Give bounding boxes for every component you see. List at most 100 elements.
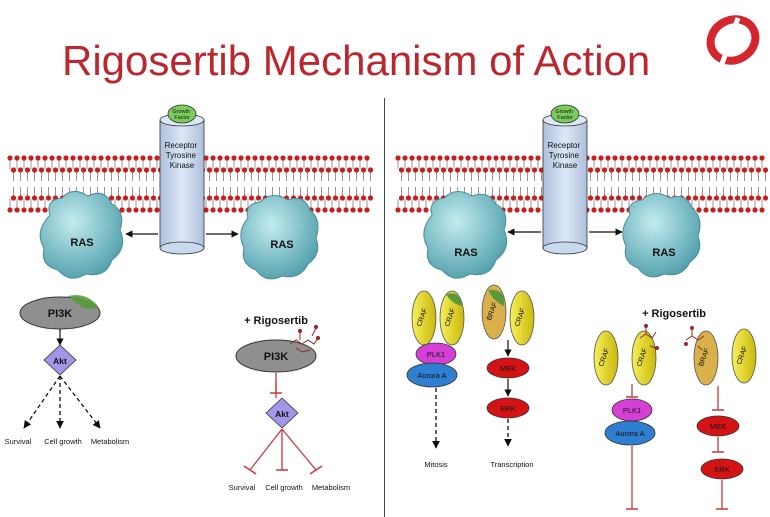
lipid-head: [45, 186, 52, 201]
lipid-head: [759, 198, 765, 213]
lipid-head: [622, 167, 629, 182]
lipid-head: [147, 198, 153, 213]
braf-craf-pair-active: BRAF CRAF: [481, 284, 535, 346]
lipid-head: [80, 167, 87, 182]
lipid-head: [329, 198, 335, 213]
lipid-head: [234, 186, 241, 201]
receptor-right: Receptor Tyrosine Kinase: [542, 113, 588, 255]
lipid-head: [486, 155, 492, 170]
lipid-head: [479, 155, 485, 170]
lipid-head: [220, 186, 227, 201]
lipid-head: [70, 155, 76, 170]
lipid-head: [748, 167, 755, 182]
lipid-head: [17, 186, 24, 201]
lipid-head: [105, 155, 111, 170]
lipid-head: [636, 167, 643, 182]
lipid-head: [528, 155, 534, 170]
svg-text:PI3K: PI3K: [264, 351, 289, 363]
lipid-head: [531, 186, 538, 201]
lipid-head: [7, 198, 13, 213]
lipid-head: [91, 155, 97, 170]
lipid-head: [290, 167, 297, 182]
lipid-head: [136, 186, 143, 201]
lipid-head: [587, 186, 594, 201]
lipid-head: [608, 167, 615, 182]
lipid-head: [587, 167, 594, 182]
outcome-survival: Survival: [5, 437, 32, 446]
lipid-head: [514, 198, 520, 213]
lipid-head: [759, 155, 765, 170]
lipid-head: [234, 167, 241, 182]
lipid-head: [14, 198, 20, 213]
lipid-head: [727, 167, 734, 182]
lipid-head: [59, 167, 66, 182]
lipid-head: [360, 167, 367, 182]
lipid-head: [615, 167, 622, 182]
lipid-head: [594, 167, 601, 182]
svg-text:Aurora A: Aurora A: [615, 429, 644, 438]
lipid-head: [360, 186, 367, 201]
lipid-head: [367, 186, 374, 201]
lipid-head: [724, 155, 730, 170]
lipid-head: [304, 186, 311, 201]
lipid-head: [255, 167, 262, 182]
lipid-head: [521, 198, 527, 213]
svg-text:Receptor Tyrosine: Receptor Tyrosine Kinase: [548, 141, 583, 170]
lipid-head: [213, 186, 220, 201]
lipid-head: [273, 155, 279, 170]
lipid-head: [217, 198, 223, 213]
lipid-head: [682, 155, 688, 170]
craf-pair-inhibited: CRAF CRAF: [593, 324, 659, 386]
lipid-head: [259, 155, 265, 170]
lipid-head: [353, 186, 360, 201]
lipid-head: [14, 155, 20, 170]
lipid-head: [206, 167, 213, 182]
lipid-head: [339, 186, 346, 201]
lipid-head: [395, 155, 401, 170]
lipid-head: [311, 167, 318, 182]
lipid-head: [115, 186, 122, 201]
svg-text:MEK: MEK: [500, 364, 516, 373]
lipid-head: [84, 155, 90, 170]
lipid-head: [245, 155, 251, 170]
lipid-head: [108, 186, 115, 201]
lipid-head: [685, 167, 692, 182]
lipid-head: [591, 198, 597, 213]
lipid-head: [731, 155, 737, 170]
lipid-head: [409, 155, 415, 170]
lipid-head: [416, 198, 422, 213]
lipid-head: [405, 167, 412, 182]
lipid-head: [35, 198, 41, 213]
lipid-head: [591, 155, 597, 170]
lipid-head: [224, 198, 230, 213]
lipid-head: [755, 167, 762, 182]
lipid-head: [364, 155, 370, 170]
lipid-head: [696, 155, 702, 170]
receptor-label: Receptor Tyrosine Kinase: [165, 141, 200, 170]
lipid-head: [409, 198, 415, 213]
lipid-head: [493, 155, 499, 170]
lipid-head: [238, 198, 244, 213]
svg-text:Akt: Akt: [275, 409, 289, 419]
lipid-head: [629, 186, 636, 201]
mek-node: MEK: [486, 357, 530, 379]
lipid-head: [318, 167, 325, 182]
lipid-head: [430, 155, 436, 170]
lipid-head: [262, 167, 269, 182]
lipid-head: [640, 155, 646, 170]
svg-text:ERK: ERK: [500, 404, 515, 413]
lipid-head: [336, 155, 342, 170]
lipid-head: [220, 167, 227, 182]
lipid-head: [738, 198, 744, 213]
lipid-head: [524, 167, 531, 182]
lipid-head: [45, 167, 52, 182]
lipid-head: [311, 186, 318, 201]
lipid-head: [619, 198, 625, 213]
lipid-head: [671, 167, 678, 182]
outcome-transcription: Transcription: [490, 460, 533, 469]
lipid-head: [731, 198, 737, 213]
lipid-head: [24, 167, 31, 182]
lipid-head: [717, 155, 723, 170]
pi3k-node-inhibited: PI3K: [235, 339, 317, 373]
lipid-head: [283, 167, 290, 182]
